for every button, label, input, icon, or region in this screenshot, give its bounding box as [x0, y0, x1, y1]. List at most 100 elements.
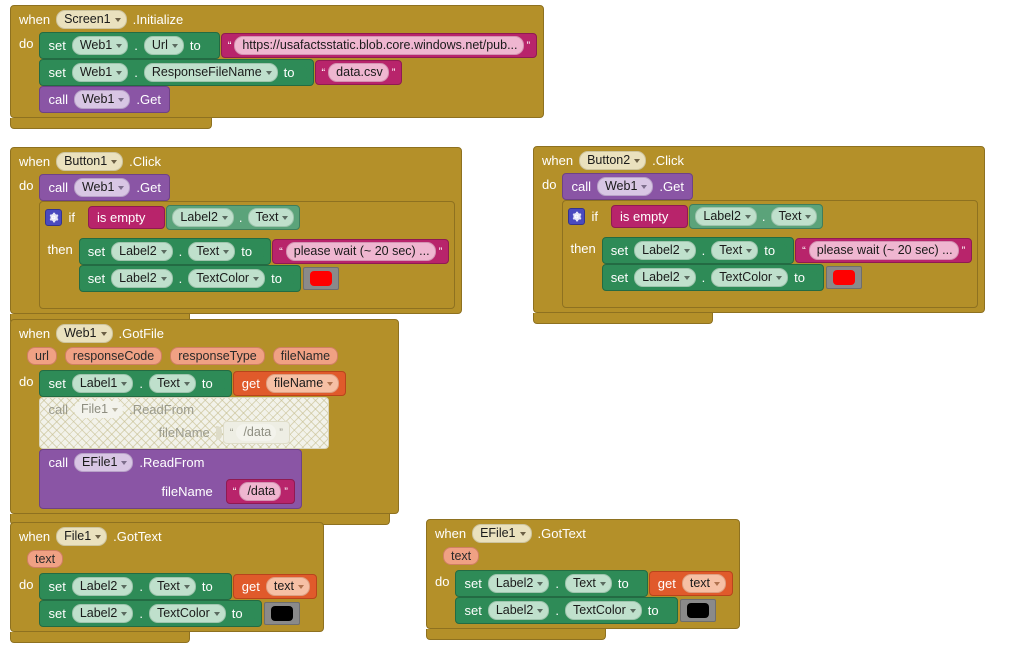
chevron-down-icon[interactable]	[121, 584, 128, 589]
component-dropdown-label2[interactable]: Label2	[487, 574, 550, 593]
component-dropdown-label2[interactable]: Label2	[634, 241, 696, 260]
chevron-down-icon[interactable]	[253, 276, 260, 281]
component-dropdown-label1[interactable]: Label1	[71, 374, 134, 393]
chevron-down-icon[interactable]	[121, 460, 128, 465]
param-url[interactable]: url	[27, 347, 57, 365]
chevron-down-icon[interactable]	[683, 275, 690, 280]
statement-call-web1-get[interactable]: call Web1 .Get	[39, 86, 170, 113]
text-value-please-wait[interactable]: please wait (~ 20 sec) ...	[285, 242, 436, 261]
chevron-down-icon[interactable]	[171, 43, 178, 48]
chevron-down-icon[interactable]	[111, 159, 118, 164]
property-dropdown-text[interactable]: Text	[247, 208, 295, 227]
block-button2-click[interactable]: when Button2 .Click do call Web1	[533, 146, 986, 324]
chevron-down-icon[interactable]	[629, 608, 636, 613]
statement-set-label1-text[interactable]: set Label1 . Text to	[39, 370, 347, 397]
property-dropdown-url[interactable]: Url	[143, 36, 184, 55]
get-block-filename[interactable]: get fileName	[232, 371, 347, 396]
get-block-text[interactable]: get text	[648, 571, 733, 596]
variable-dropdown-filename[interactable]: fileName	[265, 374, 340, 393]
component-dropdown-web1[interactable]: Web1	[71, 63, 129, 82]
param-text[interactable]: text	[27, 550, 64, 568]
set-block-label2-text[interactable]: set Label2 . Text to	[39, 573, 232, 600]
statement-set-label2-textcolor[interactable]: set Label2 . TextColor	[601, 264, 862, 291]
chevron-down-icon[interactable]	[118, 97, 125, 102]
component-dropdown-web1[interactable]: Web1	[73, 178, 131, 197]
chevron-down-icon[interactable]	[121, 611, 128, 616]
chevron-down-icon[interactable]	[183, 584, 190, 589]
chevron-down-icon[interactable]	[112, 407, 119, 412]
chevron-down-icon[interactable]	[746, 248, 753, 253]
statement-set-label2-text[interactable]: set Label2 . Text to	[455, 570, 733, 597]
color-swatch-red[interactable]	[832, 270, 855, 285]
chevron-down-icon[interactable]	[100, 331, 107, 336]
param-responsecode[interactable]: responseCode	[64, 347, 163, 365]
component-dropdown-web1[interactable]: Web1	[71, 36, 129, 55]
block-web1-gotfile[interactable]: when Web1 .GotFile url responseCode resp…	[10, 319, 399, 525]
property-dropdown-text[interactable]: Text	[711, 241, 759, 260]
call-block-efile1-readfrom[interactable]: call EFile1 .ReadFrom fileName “	[39, 449, 302, 509]
property-dropdown-textcolor[interactable]: TextColor	[564, 601, 642, 620]
statement-set-web1-url[interactable]: set Web1 . Url to	[39, 32, 538, 59]
property-dropdown-text[interactable]: Text	[770, 207, 818, 226]
color-block-red[interactable]	[302, 267, 339, 290]
statement-set-label2-text[interactable]: set Label2 . Text to	[39, 573, 317, 600]
variable-dropdown-text[interactable]: text	[681, 574, 726, 593]
set-block-label2-text[interactable]: set Label2 . Text to	[455, 570, 648, 597]
component-dropdown-label2[interactable]: Label2	[695, 207, 757, 226]
text-value-please-wait[interactable]: please wait (~ 20 sec) ...	[808, 241, 959, 260]
call-block-file1-readfrom-disabled[interactable]: call File1 .ReadFrom fileName “	[39, 397, 330, 449]
set-block-label1-text[interactable]: set Label1 . Text to	[39, 370, 232, 397]
get-block-text[interactable]: get text	[232, 574, 317, 599]
property-dropdown-text[interactable]: Text	[564, 574, 612, 593]
getter-block-label2-text[interactable]: Label2 . Text	[166, 205, 301, 230]
chevron-down-icon[interactable]	[634, 158, 641, 163]
component-dropdown-efile1[interactable]: EFile1	[472, 524, 532, 543]
statement-set-web1-responsefilename[interactable]: set Web1 . ResponseFileName to	[39, 59, 403, 86]
chevron-down-icon[interactable]	[599, 581, 606, 586]
statement-set-label2-textcolor[interactable]: set Label2 . TextColor to	[455, 597, 716, 624]
mutator-gear-icon[interactable]	[568, 208, 586, 225]
chevron-down-icon[interactable]	[265, 70, 272, 75]
component-dropdown-button1[interactable]: Button1	[56, 152, 124, 171]
color-swatch-black[interactable]	[686, 603, 709, 618]
chevron-down-icon[interactable]	[683, 248, 690, 253]
call-block-web1-get[interactable]: call Web1 .Get	[562, 173, 693, 200]
set-block-label2-textcolor[interactable]: set Label2 . TextColor	[601, 264, 824, 291]
component-dropdown-label2[interactable]: Label2	[71, 604, 134, 623]
chevron-down-icon[interactable]	[183, 381, 190, 386]
chevron-down-icon[interactable]	[537, 608, 544, 613]
param-text[interactable]: text	[443, 547, 480, 565]
set-block-web1-url[interactable]: set Web1 . Url to	[39, 32, 220, 59]
set-block-label2-text[interactable]: set Label2 . Text	[601, 237, 795, 264]
chevron-down-icon[interactable]	[282, 215, 289, 220]
component-dropdown-efile1[interactable]: EFile1	[73, 453, 134, 472]
color-block-black[interactable]	[263, 602, 300, 625]
set-block-label2-textcolor[interactable]: set Label2 . TextColor to	[39, 600, 262, 627]
text-block-please-wait[interactable]: “ please wait (~ 20 sec) ... ”	[272, 239, 450, 264]
is-empty-block[interactable]: is empty	[610, 205, 689, 228]
component-dropdown-label2[interactable]: Label2	[487, 601, 550, 620]
component-dropdown-web1[interactable]: Web1	[596, 177, 654, 196]
set-block-web1-responsefilename[interactable]: set Web1 . ResponseFileName to	[39, 59, 314, 86]
chevron-down-icon[interactable]	[641, 184, 648, 189]
is-empty-block[interactable]: is empty	[87, 206, 166, 229]
color-block-black[interactable]	[679, 599, 716, 622]
mutator-gear-icon[interactable]	[45, 209, 63, 226]
chevron-down-icon[interactable]	[114, 17, 121, 22]
text-value-data-path[interactable]: /data	[239, 482, 282, 501]
chevron-down-icon[interactable]	[160, 276, 167, 281]
chevron-down-icon[interactable]	[776, 275, 783, 280]
color-block-red[interactable]	[825, 266, 862, 289]
component-dropdown-file1[interactable]: File1	[73, 401, 124, 418]
set-block-label2-textcolor[interactable]: set Label2 . TextColor to	[455, 597, 678, 624]
text-block-data-path-disabled[interactable]: “ /data ”	[222, 421, 290, 444]
chevron-down-icon[interactable]	[213, 611, 220, 616]
statement-set-label2-textcolor[interactable]: set Label2 . TextColor	[78, 265, 339, 292]
component-dropdown-button2[interactable]: Button2	[579, 151, 647, 170]
chevron-down-icon[interactable]	[221, 215, 228, 220]
chevron-down-icon[interactable]	[116, 70, 123, 75]
chevron-down-icon[interactable]	[116, 43, 123, 48]
block-efile1-gottext[interactable]: when EFile1 .GotText text do set	[426, 519, 740, 640]
component-dropdown-label2[interactable]: Label2	[111, 269, 173, 288]
variable-dropdown-text[interactable]: text	[265, 577, 310, 596]
